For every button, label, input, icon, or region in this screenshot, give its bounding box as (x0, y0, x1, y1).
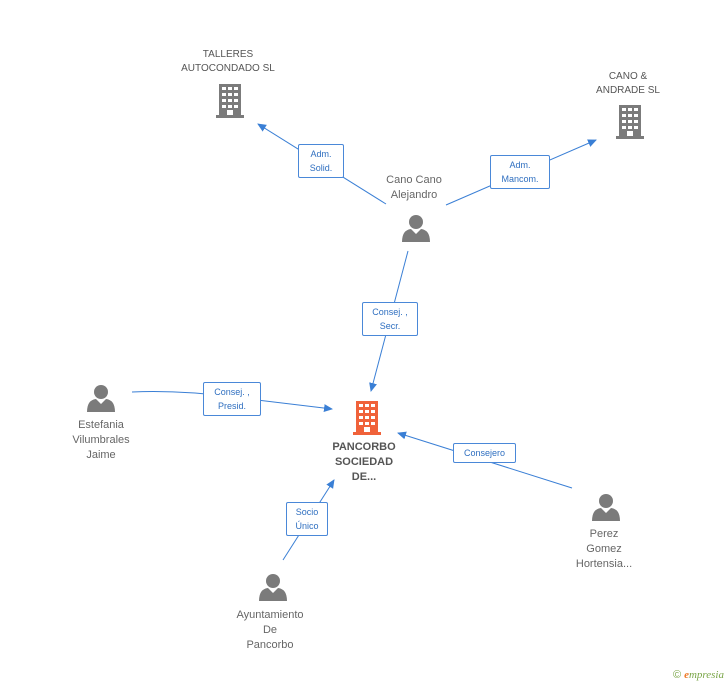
person-icon (402, 215, 430, 242)
copyright-symbol: © (672, 669, 682, 681)
node-ayuntamiento-label[interactable]: Ayuntamiento De Pancorbo (236, 609, 304, 651)
brand-footer[interactable]: ©empresia (673, 669, 724, 681)
node-cano-andrade-label[interactable]: CANO & ANDRADE SL (596, 71, 660, 96)
node-estefania-label[interactable]: Estefania Vilumbrales Jaime (72, 419, 130, 461)
building-icon (214, 84, 246, 118)
main-company-icon (353, 401, 381, 435)
node-cano-alejandro-label[interactable]: Cano Cano Alejandro (386, 174, 442, 201)
brand-logo-initial: e (684, 669, 689, 681)
edge-label-consej-presid[interactable]: Consej. , Presid. (203, 382, 261, 416)
edge-label-consejero[interactable]: Consejero (453, 443, 516, 463)
brand-logo-text: mpresia (688, 669, 724, 681)
person-icon (592, 494, 620, 521)
building-icon (616, 105, 644, 139)
person-icon (87, 385, 115, 412)
node-talleres-label[interactable]: TALLERES AUTOCONDADO SL (181, 49, 275, 74)
node-perez-label[interactable]: Perez Gomez Hortensia... (575, 528, 633, 570)
person-icon (259, 574, 287, 601)
edge-label-adm-solid[interactable]: Adm. Solid. (298, 144, 344, 178)
node-pancorbo-label[interactable]: PANCORBO SOCIEDAD DE... (332, 441, 396, 483)
edge-label-consej-secr[interactable]: Consej. , Secr. (362, 302, 418, 336)
edge-label-adm-mancom[interactable]: Adm. Mancom. (490, 155, 550, 189)
edge-label-socio-unico[interactable]: Socio Único (286, 502, 328, 536)
